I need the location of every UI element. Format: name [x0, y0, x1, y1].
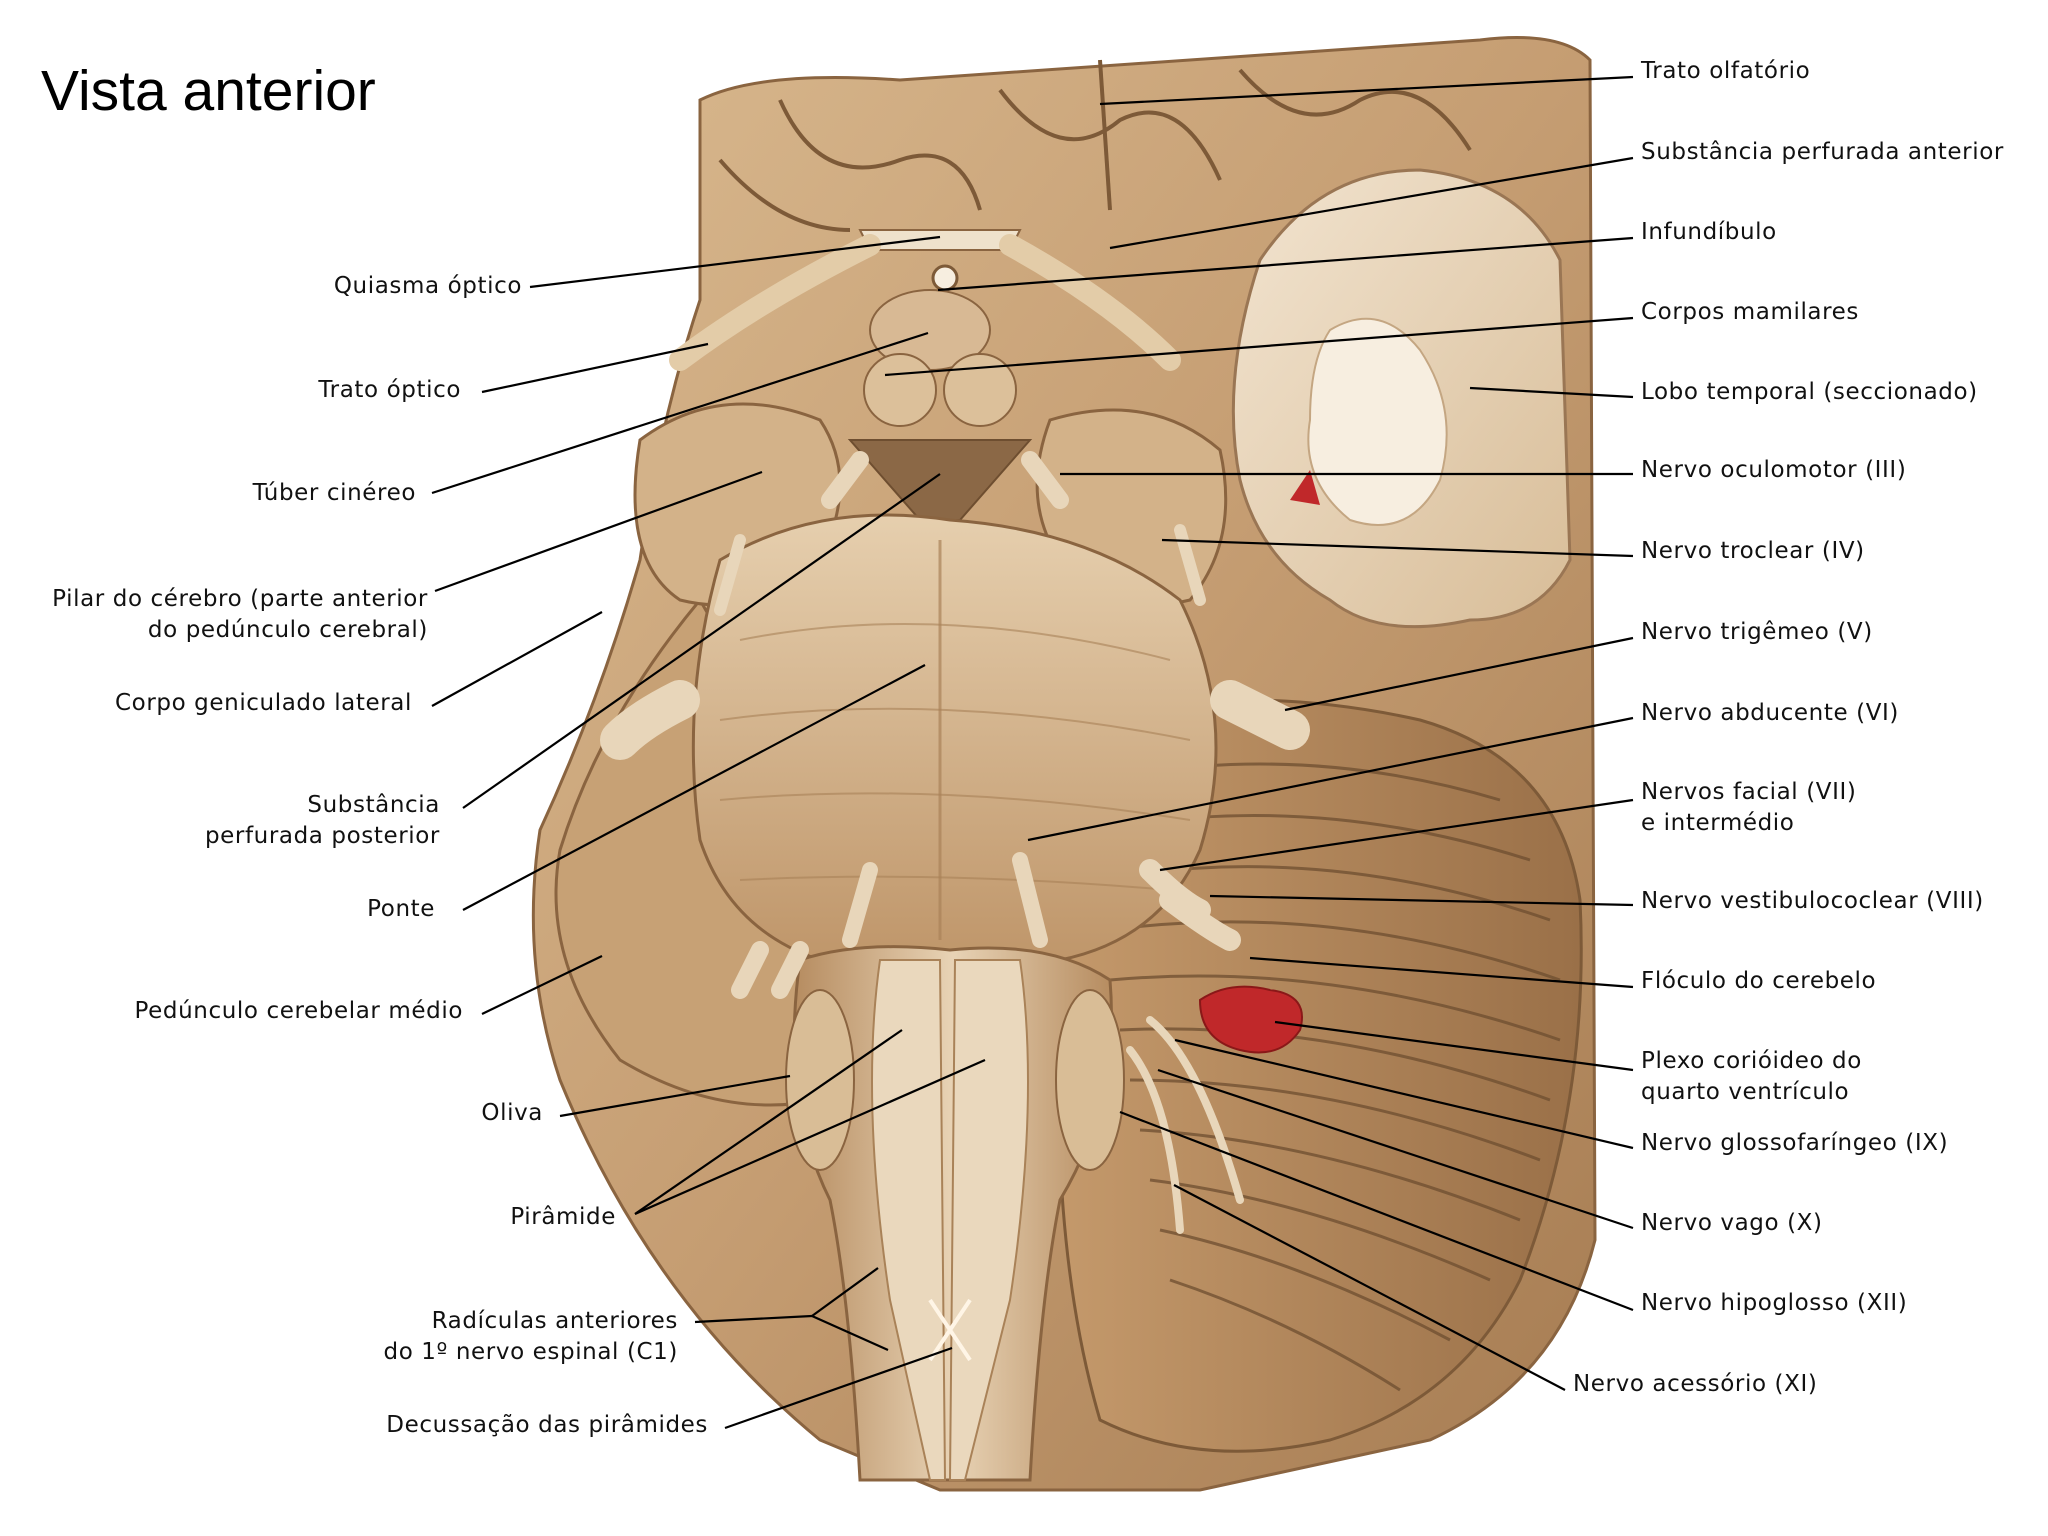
optic-tract-right [999, 234, 1181, 371]
leader-nervo-trigemeo [1284, 636, 1634, 712]
label-nervo-abducente: Nervo abducente (VI) [1641, 700, 1899, 726]
label-trato-olfatorio: Trato olfatório [1641, 58, 1811, 84]
label-ponte: Ponte [367, 896, 435, 922]
label-lobo-temporal: Lobo temporal (seccionado) [1641, 379, 1978, 405]
orbital-gyri [718, 59, 1472, 232]
cranial-nerve-stumps [600, 451, 1310, 1234]
label-pedunculo-cerebelar-medio: Pedúnculo cerebelar médio [134, 998, 463, 1024]
label-nervo-acessorio: Nervo acessório (XI) [1573, 1371, 1818, 1397]
label-nervo-vestibulococlear: Nervo vestibulococlear (VIII) [1641, 888, 1984, 914]
leader-plexo-corioideo [1274, 1020, 1634, 1072]
label-nervo-oculomotor: Nervo oculomotor (III) [1641, 457, 1907, 483]
leader-lobo-temporal [1469, 386, 1634, 399]
leader-trato-optico [481, 342, 709, 394]
label-nervo-troclear: Nervo troclear (IV) [1641, 538, 1865, 564]
leader-pilar-cerebro [434, 470, 763, 593]
leader-radiculas-b [811, 1314, 889, 1352]
leader-nervo-acessorio [1173, 1184, 1566, 1391]
label-piramide: Pirâmide [510, 1204, 616, 1230]
leader-ponte [462, 664, 926, 911]
temporal-horn [1290, 470, 1320, 505]
leader-substancia-perfurada-posterior [462, 473, 941, 809]
pyramid-left [871, 959, 947, 1481]
label-nervo-vago: Nervo vago (X) [1641, 1210, 1823, 1236]
label-trato-optico: Trato óptico [318, 377, 461, 403]
leader-trato-olfatorio [1099, 75, 1634, 106]
leader-oliva [559, 1074, 791, 1118]
mammillary-body-right [943, 353, 1017, 427]
leader-piramide-b [634, 1058, 986, 1216]
leader-tuber-cinereo [431, 331, 929, 495]
label-nervo-glossofaringeo: Nervo glossofaríngeo (IX) [1641, 1130, 1949, 1156]
label-infundibulo: Infundíbulo [1641, 219, 1777, 245]
label-floculo: Flóculo do cerebelo [1641, 968, 1877, 994]
leader-lines [431, 75, 1634, 1430]
leader-nervo-abducente [1027, 716, 1634, 842]
leader-nervo-troclear [1161, 538, 1634, 558]
leader-piramide-a [634, 1029, 903, 1215]
label-corpos-mamilares: Corpos mamilares [1641, 299, 1860, 325]
leader-corpo-geniculado [431, 611, 603, 707]
pyramid-right [948, 959, 1029, 1481]
label-decussacao: Decussação das pirâmides [386, 1412, 708, 1438]
leader-nervo-hipoglosso [1119, 1110, 1634, 1312]
label-nervos-facial: Nervos facial (VII)e intermédio [1641, 779, 1857, 836]
label-nervo-hipoglosso: Nervo hipoglosso (XII) [1641, 1290, 1908, 1316]
label-quiasma-optico: Quiasma óptico [333, 273, 522, 299]
leader-floculo [1249, 956, 1634, 989]
leader-nervos-facial [1159, 798, 1634, 872]
label-corpo-geniculado: Corpo geniculado lateral [115, 690, 412, 716]
leader-decussacao [724, 1346, 953, 1430]
label-tuber-cinereo: Túber cinéreo [252, 480, 416, 506]
leader-nervo-vago [1157, 1068, 1634, 1230]
leader-pedunculo-cerebelar-medio [481, 955, 603, 1015]
label-substancia-perfurada-anterior: Substância perfurada anterior [1641, 139, 2004, 165]
olive-right [1055, 989, 1125, 1171]
view-title: Vista anterior [41, 59, 376, 123]
leader-substancia-perfurada-anterior [1109, 156, 1634, 250]
pons [691, 513, 1218, 962]
choroid-plexus-fourth-ventricle [1198, 985, 1303, 1054]
label-nervo-trigemeo: Nervo trigêmeo (V) [1641, 619, 1873, 645]
infundibulum [931, 264, 959, 292]
leader-quiasma-optico [529, 235, 941, 289]
label-oliva: Oliva [481, 1100, 543, 1126]
leader-infundibulo [937, 236, 1634, 292]
pons-fibers [719, 623, 1191, 891]
leader-nervo-vestibulococlear [1209, 894, 1634, 907]
pyramid-decussation [928, 1298, 972, 1362]
leader-corpos-mamilares [884, 316, 1634, 377]
leader-radiculas-a [811, 1267, 879, 1317]
optic-chiasm [858, 229, 1022, 251]
leader-nervo-glossofaringeo [1174, 1038, 1634, 1150]
mammillary-body-left [863, 353, 937, 427]
leader-radiculas [694, 1314, 813, 1324]
